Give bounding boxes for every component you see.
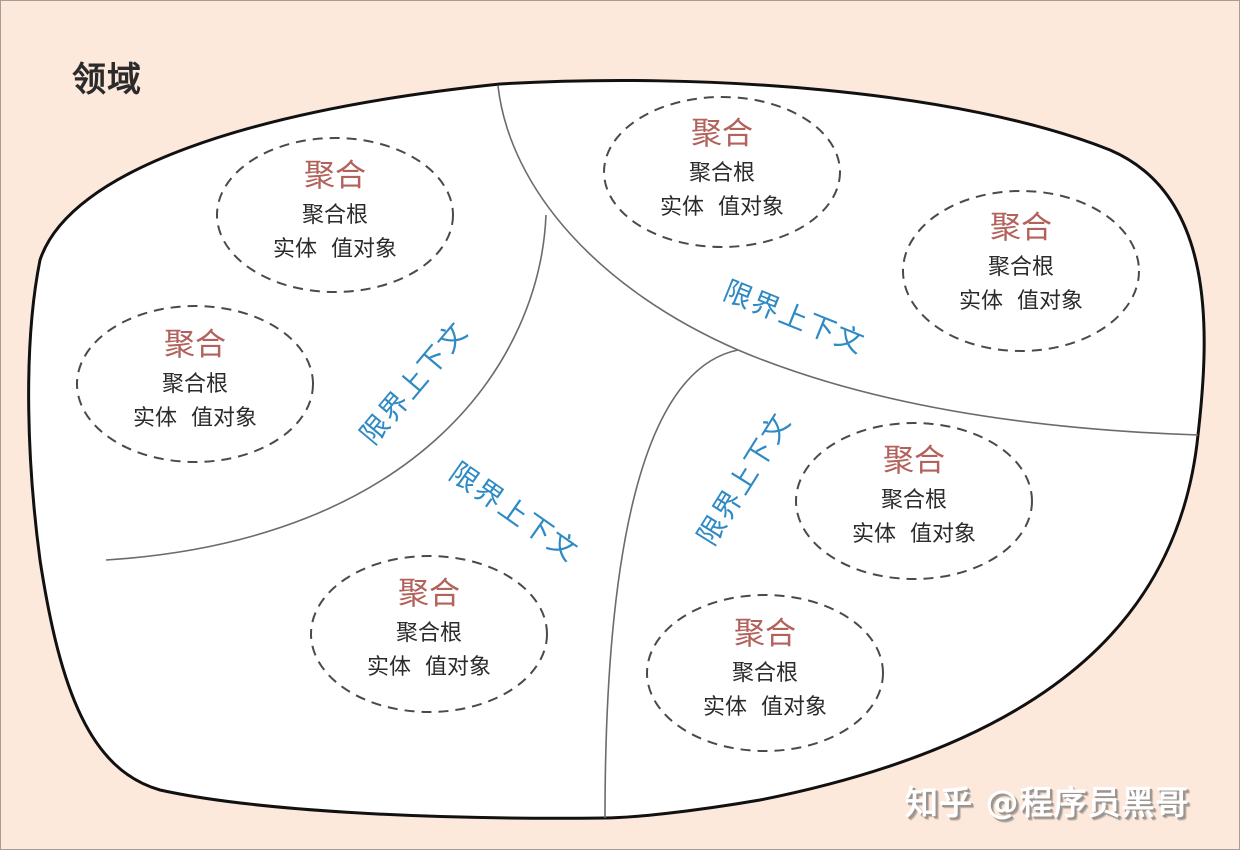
aggregate-members: 实体 值对象 <box>959 288 1083 314</box>
aggregate-title: 聚合 <box>990 210 1052 247</box>
aggregate-box: 聚合 聚合根 实体 值对象 <box>602 91 842 251</box>
aggregate-title: 聚合 <box>164 327 226 364</box>
aggregate-title: 聚合 <box>883 443 945 480</box>
aggregate-ellipse <box>795 422 1033 580</box>
context-divider-left-curve <box>105 214 547 561</box>
aggregate-root: 聚合根 <box>731 660 798 686</box>
aggregate-root: 聚合根 <box>688 160 755 186</box>
aggregate-ellipse <box>310 555 548 713</box>
aggregate-title: 聚合 <box>691 116 753 153</box>
aggregate-ellipse <box>76 305 314 463</box>
watermark: 知乎 @程序员黑哥 <box>905 783 1190 822</box>
aggregate-root: 聚合根 <box>301 202 368 228</box>
aggregate-box: 聚合 聚合根 实体 值对象 <box>645 591 885 751</box>
aggregate-box: 聚合 聚合根 实体 值对象 <box>794 418 1034 578</box>
aggregate-root: 聚合根 <box>880 487 947 513</box>
aggregate-box: 聚合 聚合根 实体 值对象 <box>215 133 455 293</box>
aggregate-root: 聚合根 <box>395 620 462 646</box>
aggregate-ellipse <box>216 137 454 293</box>
aggregate-title: 聚合 <box>398 576 460 613</box>
aggregate-ellipse <box>603 96 841 248</box>
aggregate-root: 聚合根 <box>987 254 1054 280</box>
aggregate-root: 聚合根 <box>161 371 228 397</box>
aggregate-title: 聚合 <box>304 158 366 195</box>
aggregate-members: 实体 值对象 <box>660 194 784 220</box>
aggregate-box: 聚合 聚合根 实体 值对象 <box>309 551 549 711</box>
aggregate-ellipse <box>902 190 1140 352</box>
aggregate-title: 聚合 <box>734 616 796 653</box>
aggregate-box: 聚合 聚合根 实体 值对象 <box>75 302 315 462</box>
context-divider-vertical-top <box>497 85 1199 436</box>
aggregate-box: 聚合 聚合根 实体 值对象 <box>901 185 1141 345</box>
aggregate-members: 实体 值对象 <box>133 405 257 431</box>
aggregate-members: 实体 值对象 <box>703 694 827 720</box>
aggregate-ellipse <box>646 594 884 752</box>
aggregate-members: 实体 值对象 <box>273 236 397 262</box>
aggregate-members: 实体 值对象 <box>852 521 976 547</box>
aggregate-members: 实体 值对象 <box>367 654 491 680</box>
context-divider-bottom-curve <box>604 349 739 819</box>
domain-title: 领域 <box>72 60 142 100</box>
